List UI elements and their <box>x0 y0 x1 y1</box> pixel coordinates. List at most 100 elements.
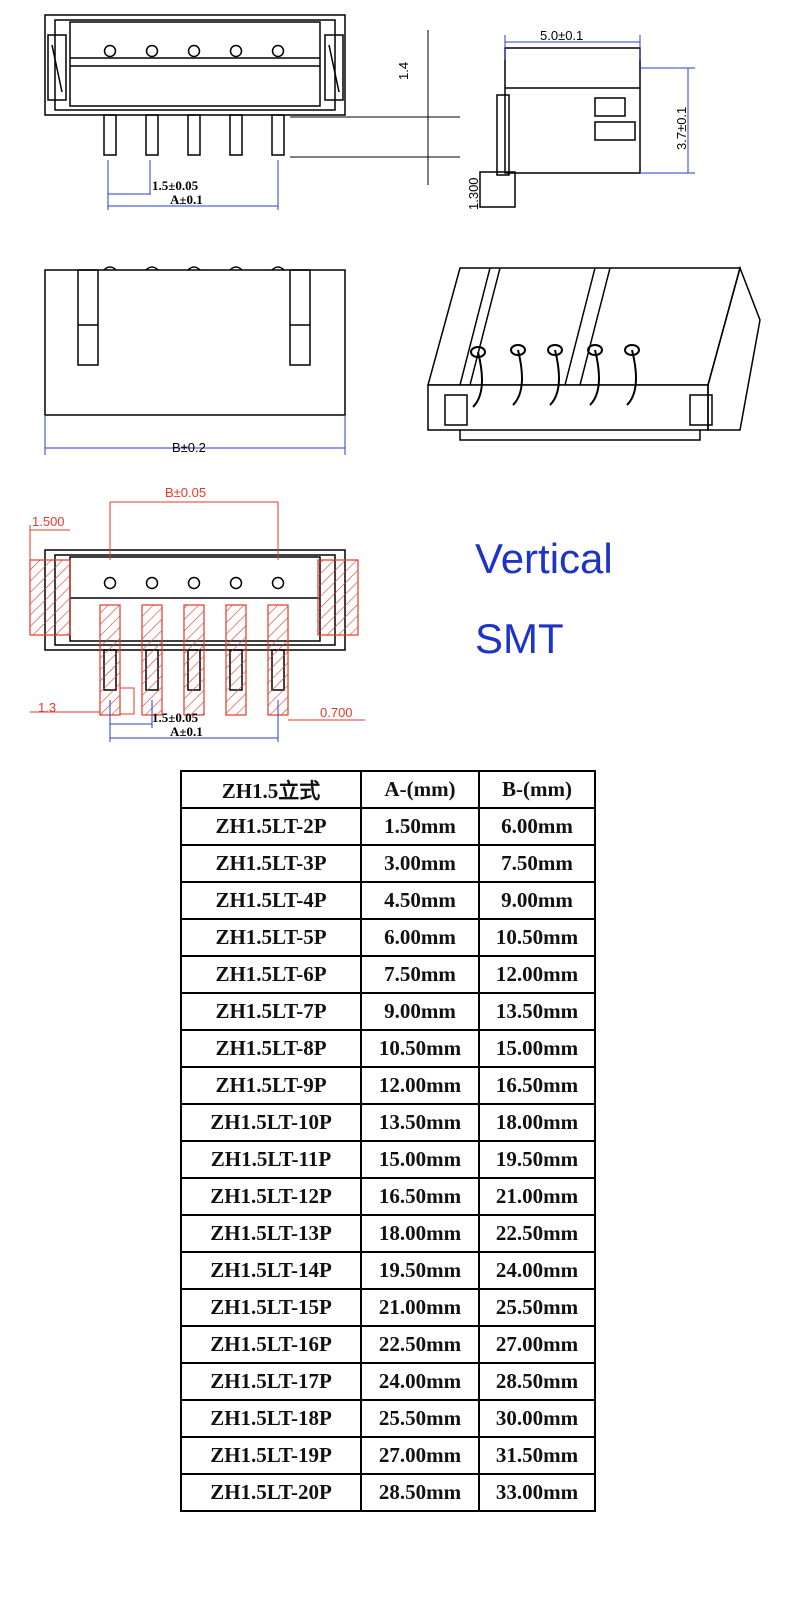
front-dimensions <box>107 30 460 210</box>
cell-a: 1.50mm <box>360 807 480 846</box>
cell-b: 28.50mm <box>478 1362 596 1401</box>
side-dim-pin: 1.300 <box>466 177 481 210</box>
cell-a: 24.00mm <box>360 1362 480 1401</box>
cell-a: 9.00mm <box>360 992 480 1031</box>
side-dim-depth: 5.0±0.1 <box>540 28 583 43</box>
cell-model: ZH1.5LT-6P <box>180 955 362 994</box>
cell-b: 24.00mm <box>478 1251 596 1290</box>
cell-a: 15.00mm <box>360 1140 480 1179</box>
cell-a: 21.00mm <box>360 1288 480 1327</box>
rear-view <box>44 266 346 416</box>
cell-b: 12.00mm <box>478 955 596 994</box>
footprint-dim-a: A±0.1 <box>170 724 203 739</box>
cell-b: 13.50mm <box>478 992 596 1031</box>
cell-b: 19.50mm <box>478 1140 596 1179</box>
cell-model: ZH1.5LT-7P <box>180 992 362 1031</box>
label-vertical: Vertical <box>475 535 613 582</box>
cell-a: 3.00mm <box>360 844 480 883</box>
cell-a: 16.50mm <box>360 1177 480 1216</box>
cell-b: 22.50mm <box>478 1214 596 1253</box>
cell-a: 4.50mm <box>360 881 480 920</box>
cell-b: 6.00mm <box>478 807 596 846</box>
cell-b: 9.00mm <box>478 881 596 920</box>
cell-model: ZH1.5LT-15P <box>180 1288 362 1327</box>
header-b: B-(mm) <box>478 770 596 809</box>
footprint-pads <box>29 559 359 716</box>
label-smt: SMT <box>475 615 564 662</box>
iso-pins <box>470 344 640 408</box>
isometric-view <box>427 265 761 441</box>
cell-model: ZH1.5LT-4P <box>180 881 362 920</box>
cell-a: 27.00mm <box>360 1436 480 1475</box>
cell-a: 19.50mm <box>360 1251 480 1290</box>
cell-a: 25.50mm <box>360 1399 480 1438</box>
cell-b: 21.00mm <box>478 1177 596 1216</box>
header-a: A-(mm) <box>360 770 480 809</box>
cell-b: 33.00mm <box>478 1473 596 1512</box>
cell-a: 10.50mm <box>360 1029 480 1068</box>
cell-a: 13.50mm <box>360 1103 480 1142</box>
drawing-sheet: 1.5±0.05 A±0.1 1.4 5.0±0.1 3.7±0.1 1.300 <box>29 14 761 742</box>
cell-b: 15.00mm <box>478 1029 596 1068</box>
cell-b: 27.00mm <box>478 1325 596 1364</box>
side-dim-height: 3.7±0.1 <box>674 107 689 150</box>
cell-model: ZH1.5LT-20P <box>180 1473 362 1512</box>
rear-dimensions <box>44 415 346 455</box>
cell-b: 31.50mm <box>478 1436 596 1475</box>
cell-model: ZH1.5LT-2P <box>180 807 362 846</box>
header-model: ZH1.5立式 <box>180 770 362 809</box>
footprint-dim-padwidth: 0.700 <box>320 705 353 720</box>
rear-pin-bumps <box>103 266 285 271</box>
cell-model: ZH1.5LT-14P <box>180 1251 362 1290</box>
front-view <box>44 14 346 156</box>
front-pins <box>103 114 285 156</box>
footprint-dim-b: B±0.05 <box>165 485 206 500</box>
cell-a: 28.50mm <box>360 1473 480 1512</box>
cell-b: 16.50mm <box>478 1066 596 1105</box>
cell-model: ZH1.5LT-18P <box>180 1399 362 1438</box>
cell-model: ZH1.5LT-3P <box>180 844 362 883</box>
front-holes <box>103 44 285 58</box>
cell-a: 6.00mm <box>360 918 480 957</box>
cell-a: 12.00mm <box>360 1066 480 1105</box>
cell-model: ZH1.5LT-16P <box>180 1325 362 1364</box>
cell-a: 18.00mm <box>360 1214 480 1253</box>
cell-model: ZH1.5LT-17P <box>180 1362 362 1401</box>
rear-dim-b: B±0.2 <box>172 440 206 455</box>
front-dim-a: A±0.1 <box>170 192 203 207</box>
footprint-dim-pitch: 1.5±0.05 <box>152 710 199 725</box>
cell-b: 30.00mm <box>478 1399 596 1438</box>
cell-model: ZH1.5LT-13P <box>180 1214 362 1253</box>
cell-b: 25.50mm <box>478 1288 596 1327</box>
cell-model: ZH1.5LT-9P <box>180 1066 362 1105</box>
cell-b: 10.50mm <box>478 918 596 957</box>
cell-model: ZH1.5LT-5P <box>180 918 362 957</box>
front-dim-height: 1.4 <box>396 62 411 80</box>
cell-b: 18.00mm <box>478 1103 596 1142</box>
cell-b: 7.50mm <box>478 844 596 883</box>
footprint-dim-padlen: 1.3 <box>38 700 56 715</box>
footprint-dim-offset: 1.500 <box>32 514 65 529</box>
cell-model: ZH1.5LT-8P <box>180 1029 362 1068</box>
side-view <box>479 47 641 208</box>
cell-a: 22.50mm <box>360 1325 480 1364</box>
